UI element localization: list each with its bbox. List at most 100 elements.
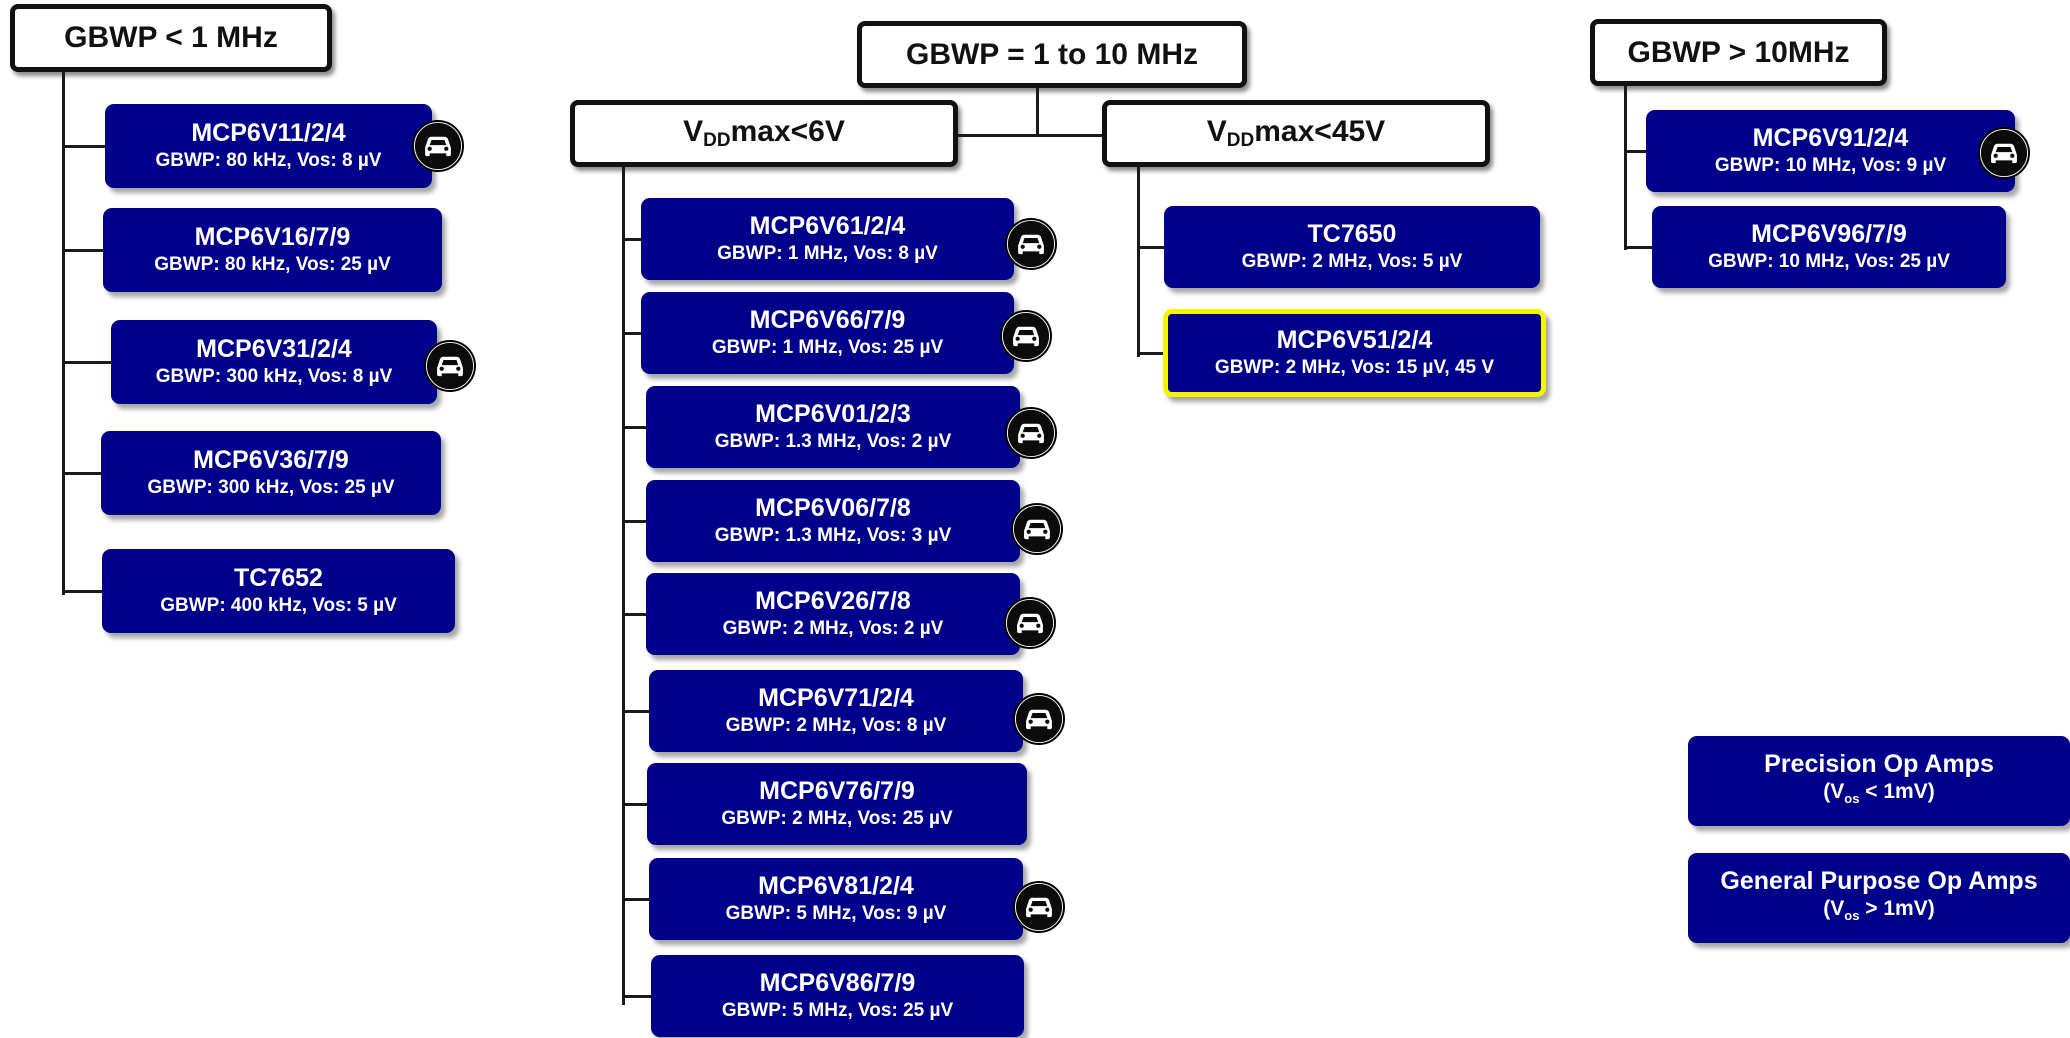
product-name: MCP6V71/2/4 xyxy=(758,684,914,712)
product-spec: GBWP: 300 kHz, Vos: 25 µV xyxy=(147,477,395,498)
header-vdd-45v-label: VDDmax<45V xyxy=(1206,115,1386,151)
product-name: MCP6V61/2/4 xyxy=(749,212,906,240)
header-gbwp-mid-label: GBWP = 1 to 10 MHz xyxy=(905,37,1198,71)
connector-branch xyxy=(62,472,101,475)
connector-branch xyxy=(62,590,102,593)
automotive-car-icon xyxy=(1005,407,1057,459)
automotive-car-icon xyxy=(1011,503,1063,555)
connector-branch xyxy=(622,426,646,429)
legend-general-purpose: General Purpose Op Amps (Vos > 1mV) xyxy=(1688,853,2070,943)
connector-branch xyxy=(622,520,646,523)
connector-line xyxy=(622,167,625,1005)
connector-branch xyxy=(622,710,649,713)
legend-precision-title: Precision Op Amps xyxy=(1764,750,1994,779)
product-name: MCP6V06/7/8 xyxy=(755,494,911,522)
automotive-car-icon xyxy=(1013,881,1065,933)
product-spec: GBWP: 400 kHz, Vos: 5 µV xyxy=(160,595,397,616)
product-name: MCP6V76/7/9 xyxy=(759,777,915,805)
automotive-car-icon xyxy=(1004,597,1056,649)
product-name: MCP6V86/7/9 xyxy=(759,969,916,997)
product-spec: GBWP: 1 MHz, Vos: 25 µV xyxy=(711,337,944,358)
product-spec: GBWP: 5 MHz, Vos: 9 µV xyxy=(725,903,947,924)
connector-branch xyxy=(622,613,646,616)
automotive-car-icon xyxy=(1005,218,1057,270)
legend-general-note: (Vos > 1mV) xyxy=(1823,897,1935,924)
product-spec: GBWP: 2 MHz, Vos: 2 µV xyxy=(722,618,944,639)
product-spec: GBWP: 80 kHz, Vos: 8 µV xyxy=(155,150,382,171)
automotive-car-icon xyxy=(1978,127,2030,179)
connector-branch xyxy=(622,803,647,806)
product-name: TC7650 xyxy=(1307,220,1397,248)
product-name: MCP6V11/2/4 xyxy=(191,119,346,147)
product-name: MCP6V96/7/9 xyxy=(1751,220,1907,248)
header-vdd-45v: VDDmax<45V xyxy=(1102,100,1490,167)
product-spec: GBWP: 1 MHz, Vos: 8 µV xyxy=(717,243,938,264)
product-spec: GBWP: 2 MHz, Vos: 25 µV xyxy=(721,808,953,829)
header-gbwp-mid: GBWP = 1 to 10 MHz xyxy=(857,21,1247,88)
automotive-car-icon xyxy=(1000,310,1052,362)
automotive-car-icon xyxy=(1013,693,1065,745)
product-spec: GBWP: 1.3 MHz, Vos: 3 µV xyxy=(714,525,952,546)
product-spec: GBWP: 10 MHz, Vos: 25 µV xyxy=(1708,251,1950,272)
connector-line xyxy=(1624,86,1627,250)
product-name: MCP6V31/2/4 xyxy=(196,335,352,363)
product-name: MCP6V51/2/4 xyxy=(1276,326,1433,354)
header-gbwp-low-label: GBWP < 1 MHz xyxy=(64,21,278,54)
product-spec: GBWP: 2 MHz, Vos: 15 µV, 45 V xyxy=(1214,357,1495,378)
product-name: MCP6V81/2/4 xyxy=(758,872,914,900)
connector-branch xyxy=(622,995,651,998)
connector-branch xyxy=(622,238,641,241)
product-name: MCP6V16/7/9 xyxy=(194,223,351,251)
connector-line xyxy=(1137,167,1140,357)
header-gbwp-low: GBWP < 1 MHz xyxy=(10,4,332,72)
header-vdd-6v-label: VDDmax<6V xyxy=(683,115,845,151)
product-name: TC7652 xyxy=(234,564,323,592)
connector-branch xyxy=(1137,246,1164,249)
product-spec: GBWP: 1.3 MHz, Vos: 2 µV xyxy=(714,431,952,452)
connector-branch xyxy=(1137,352,1163,355)
legend-precision: Precision Op Amps (Vos < 1mV) xyxy=(1688,736,2070,826)
connector-line xyxy=(1036,88,1039,136)
product-spec: GBWP: 5 MHz, Vos: 25 µV xyxy=(721,1000,954,1021)
header-gbwp-high-label: GBWP > 10MHz xyxy=(1627,35,1850,69)
connector-branch xyxy=(622,332,641,335)
product-name: MCP6V36/7/9 xyxy=(193,446,349,474)
product-name: MCP6V26/7/8 xyxy=(755,587,911,615)
connector-line xyxy=(62,72,65,595)
legend-precision-note: (Vos < 1mV) xyxy=(1823,780,1935,807)
product-spec: GBWP: 300 kHz, Vos: 8 µV xyxy=(155,366,393,387)
header-vdd-6v: VDDmax<6V xyxy=(570,100,958,167)
connector-line xyxy=(958,134,1102,137)
automotive-car-icon xyxy=(424,340,476,392)
product-spec: GBWP: 80 kHz, Vos: 25 µV xyxy=(154,254,391,275)
connector-branch xyxy=(1624,246,1652,249)
product-name: MCP6V91/2/4 xyxy=(1752,124,1909,152)
connector-branch xyxy=(62,361,111,364)
product-name: MCP6V66/7/9 xyxy=(749,306,906,334)
connector-branch xyxy=(1624,150,1646,153)
header-gbwp-high: GBWP > 10MHz xyxy=(1590,19,1887,86)
product-name: MCP6V01/2/3 xyxy=(755,400,911,428)
connector-branch xyxy=(62,145,105,148)
product-spec: GBWP: 10 MHz, Vos: 9 µV xyxy=(1714,155,1947,176)
product-spec: GBWP: 2 MHz, Vos: 5 µV xyxy=(1241,251,1463,272)
legend-general-title: General Purpose Op Amps xyxy=(1720,867,2038,896)
automotive-car-icon xyxy=(412,120,464,172)
